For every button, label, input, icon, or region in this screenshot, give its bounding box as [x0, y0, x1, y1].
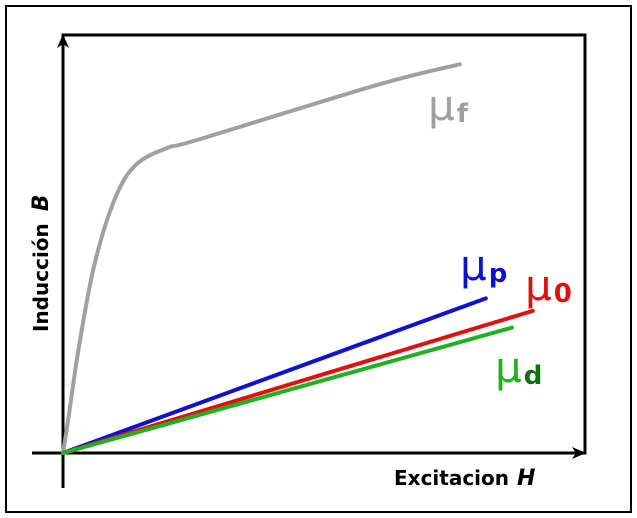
series-label-d-symbol: μ: [495, 343, 522, 392]
series-label-d-subscript: d: [524, 361, 543, 391]
series-label-p-symbol: μ: [460, 241, 487, 290]
series-label-p: μp: [460, 241, 507, 290]
series-label-0-subscript: 0: [554, 279, 572, 309]
x-axis-label: Excitacion H: [394, 466, 535, 491]
series-label-d: μd: [495, 343, 542, 392]
x-axis-symbol: H: [517, 466, 535, 491]
series-line-d: [61, 325, 514, 455]
series-label-f: μf: [428, 81, 469, 130]
y-axis-label-text: Inducción: [29, 223, 53, 332]
y-axis-label: Inducción B: [29, 194, 54, 332]
outer-frame: [5, 5, 632, 513]
series-line-p: [61, 296, 488, 455]
series-label-0-symbol: μ: [525, 261, 552, 310]
series-line-f: [61, 62, 462, 455]
series-label-f-symbol: μ: [428, 81, 455, 130]
x-axis-label-text: Excitacion: [394, 466, 509, 490]
series-label-0: μ0: [525, 261, 572, 310]
y-axis-symbol: B: [29, 194, 54, 211]
series-layer: [61, 62, 535, 455]
series-label-f-subscript: f: [457, 99, 469, 129]
series-label-p-subscript: p: [489, 259, 508, 289]
